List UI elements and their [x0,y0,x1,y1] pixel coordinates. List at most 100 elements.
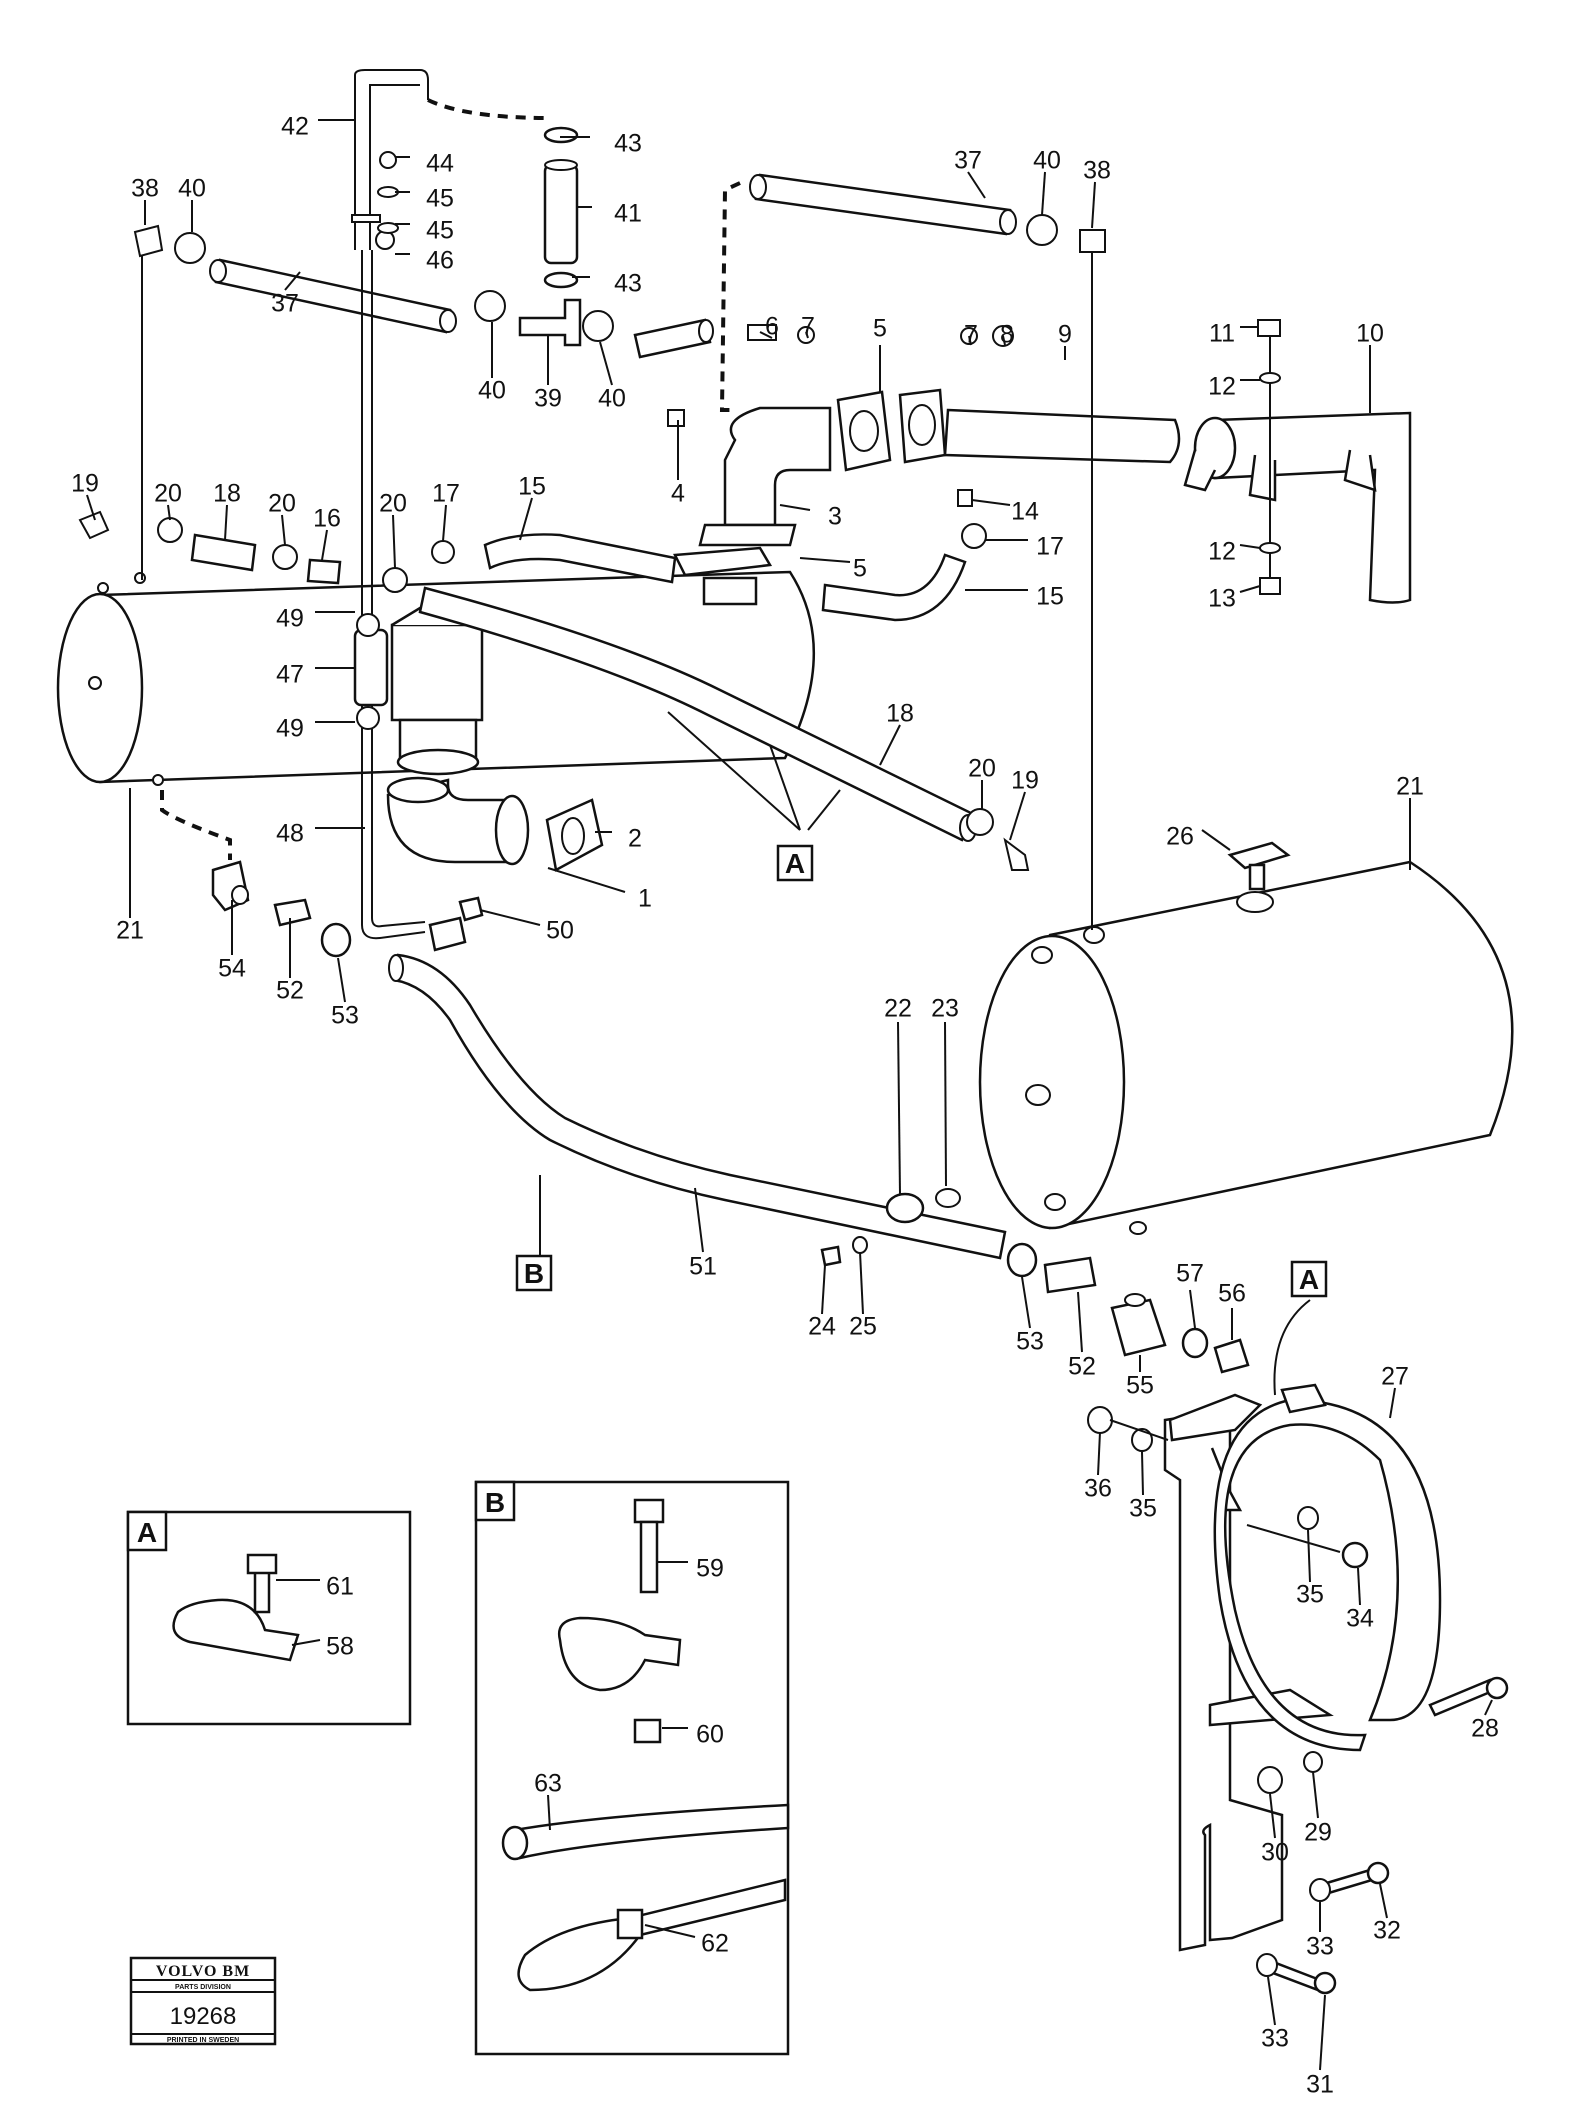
logo-division: PARTS DIVISION [175,1984,231,1991]
part-number-label: 51 [689,1253,717,1281]
part-number-label: 18 [213,480,241,508]
leader-line [281,514,286,546]
svg-text:A: A [1299,1264,1319,1295]
part-number-label: 61 [326,1573,354,1601]
part-number-label: 8 [1000,321,1014,349]
part-number-label: 43 [614,130,642,158]
hose-41 [543,163,579,265]
part-number-label: 49 [276,715,304,743]
part-number-label: 34 [1346,1605,1374,1633]
part-number-label: 7 [964,321,978,349]
hose-51 [392,953,1007,1260]
volvo-bm-logo: VOLVO BM PARTS DIVISION 19268 PRINTED IN… [129,1956,277,2046]
part-number-label: 20 [379,490,407,518]
hose-18-short [190,533,257,572]
part-number-label: 56 [1218,1280,1246,1308]
leader-line [1041,171,1046,216]
part-number-label: 58 [326,1633,354,1661]
part-number-label: 60 [696,1721,724,1749]
hose-15-right [821,553,967,622]
right-air-tank [978,860,1514,1235]
hose-15-upper [483,533,677,584]
part-number-label: 31 [1306,2071,1334,2099]
part-number-label: 39 [534,385,562,413]
svg-text:A: A [785,848,805,879]
inset-b: B [474,1480,790,2056]
flange-5 [836,388,947,472]
part-number-label: 15 [518,473,546,501]
tank-strap-27 [1213,1398,1442,1752]
leader-line [321,529,328,561]
leader-line [1269,1793,1276,1839]
leader-line [392,514,396,569]
leader-line [1484,1699,1493,1716]
leader-line [1379,1883,1388,1919]
part-number-label: 43 [614,270,642,298]
dashed-link-21-54 [160,790,232,860]
part-number-label: 12 [1208,538,1236,566]
part-number-label: 50 [546,917,574,945]
pipe-48 [361,735,426,940]
part-number-label: 37 [954,147,982,175]
inset-a-title: A [137,1517,157,1548]
leader-line [1357,1567,1361,1606]
part-number-label: 57 [1176,1260,1204,1288]
leader-line [284,271,301,291]
part-number-label: 24 [808,1313,836,1341]
part-number-label: 53 [331,1002,359,1030]
leader-line [1189,1289,1196,1329]
part-number-label: 14 [1011,498,1039,526]
part-number-label: 40 [598,385,626,413]
part-number-label: 38 [1083,157,1111,185]
inset-b-title: B [485,1487,505,1518]
part-number-label: 48 [276,820,304,848]
part-number-label: 11 [1209,320,1235,348]
part-number-label: 13 [1208,585,1236,613]
leader-line [971,499,1011,506]
logo-number: 19268 [170,2003,237,2030]
leader-line [644,1924,696,1938]
leader-line [291,1639,321,1646]
part-number-label: 10 [1356,320,1384,348]
leader-line [967,171,986,199]
muffler-10 [1183,330,1412,604]
part-number-label: 5 [873,315,887,343]
part-number-label: 19 [1011,767,1039,795]
part-number-label: 63 [534,1770,562,1798]
leader-line [968,335,972,346]
leader-line [1307,1529,1311,1583]
leader-line [519,497,533,541]
part-number-label: 54 [218,955,246,983]
leader-line [779,504,811,511]
part-number-label: 33 [1261,2025,1289,2053]
dashed-link-9-37 [719,181,741,412]
leader-line [337,957,346,1003]
leader-line [1097,1431,1101,1476]
part-number-label: 22 [884,995,912,1023]
detail-ref-a-right: A [1290,1260,1328,1298]
leader-line [1077,1291,1083,1353]
leader-line [694,1187,704,1253]
part-number-label: 29 [1304,1819,1332,1847]
elbow-part-1 [386,776,604,872]
leader-line [805,331,809,339]
part-number-label: 49 [276,605,304,633]
leader-line [1141,1451,1144,1496]
part-number-label: 21 [1396,773,1424,801]
part-number-label: 52 [1068,1353,1096,1381]
exhaust-elbow-3 [673,406,832,577]
part-number-label: 26 [1166,823,1194,851]
leader-line [1201,829,1231,851]
part-number-label: 38 [131,175,159,203]
part-number-label: 40 [478,377,506,405]
hose-37-right [754,173,1012,236]
fitting-52-right [1043,1256,1097,1294]
part-number-label: 3 [828,503,842,531]
leader-line [1239,544,1261,549]
part-number-label: 18 [886,700,914,728]
part-number-label: 59 [696,1555,724,1583]
part-number-label: 20 [154,480,182,508]
dashed-link-42-43 [427,98,551,120]
leader-line [759,331,773,339]
